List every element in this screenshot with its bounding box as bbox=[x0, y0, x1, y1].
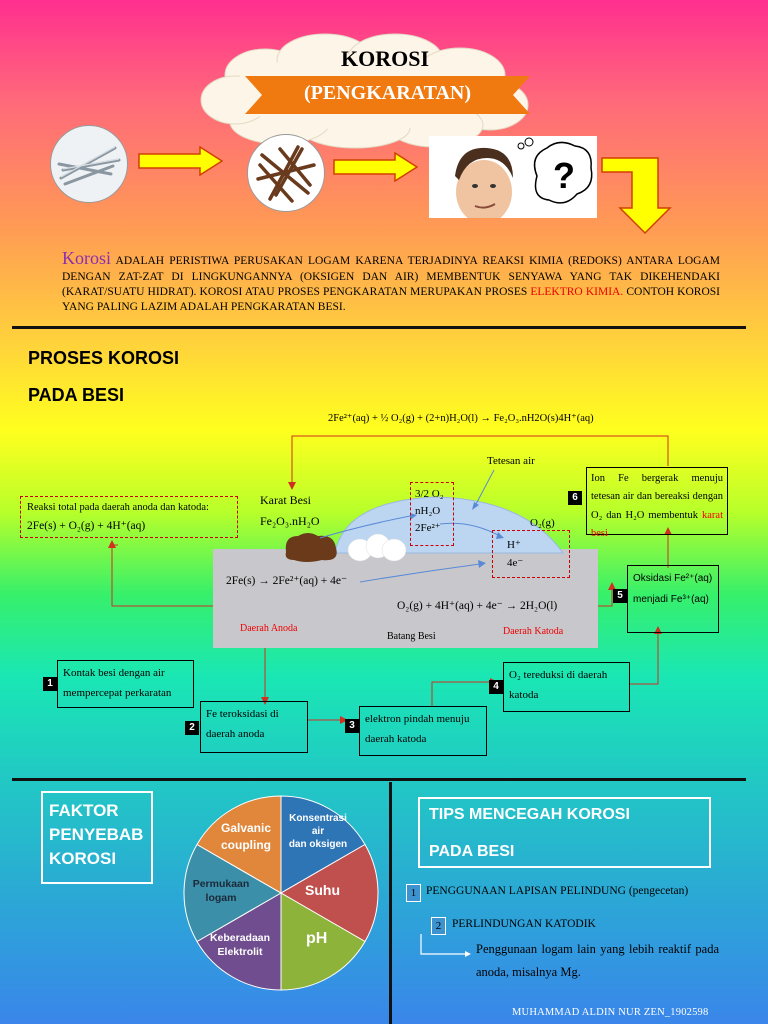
process-heading-1: PROSES KOROSI bbox=[28, 348, 180, 368]
anode-box-line3: 2Fe²⁺ bbox=[415, 522, 441, 535]
total-reaction-title: Reaksi total pada daerah anoda dan katod… bbox=[27, 502, 209, 513]
section-divider bbox=[12, 326, 746, 329]
factors-title-box: FAKTOR PENYEBAB KOROSI bbox=[41, 791, 153, 884]
iron-bar bbox=[213, 549, 598, 648]
cathode-box-line1: H⁺ bbox=[507, 539, 521, 551]
pie-slice-concentration bbox=[280, 795, 366, 894]
pie-slice-ph bbox=[280, 892, 366, 991]
step-5-number: 5 bbox=[613, 589, 627, 603]
pie-slice-surface bbox=[183, 843, 282, 943]
author-credit: MUHAMMAD ALDIN NUR ZEN_1902598 bbox=[512, 1007, 709, 1018]
step-1-box: Kontak besi dengan air mempercepat perka… bbox=[57, 660, 194, 708]
step-2-box: Fe teroksidasi di daerah anoda bbox=[200, 701, 308, 753]
rust-blob bbox=[285, 533, 337, 562]
step-2-number: 2 bbox=[185, 721, 199, 735]
step-6-number: 6 bbox=[568, 491, 582, 505]
definition-text-2: CONTOH KOROSI YANG PALING LAZIM ADALAH P… bbox=[62, 286, 720, 314]
tips-title-box: TIPS MENCEGAH KOROSI PADA BESI bbox=[418, 797, 711, 868]
step-6-box: Ion Fe bergerak menuju tetesan air dan b… bbox=[586, 467, 728, 539]
arrow-right-icon bbox=[138, 146, 223, 176]
slice-label-surface: Permukaan logam bbox=[192, 878, 250, 905]
total-reaction-formula: 2Fe(s) + O₂(g) + 4H⁺(aq) bbox=[27, 519, 146, 532]
section-divider bbox=[12, 778, 746, 781]
slice-label-galvanic: Galvanic coupling bbox=[220, 821, 272, 852]
step-3-number: 3 bbox=[345, 719, 359, 733]
svg-text:?: ? bbox=[553, 155, 575, 196]
cathode-box-line2: 4e⁻ bbox=[507, 557, 524, 570]
arrow-right-icon bbox=[333, 152, 418, 182]
water-drop-label: Tetesan air bbox=[487, 455, 535, 467]
step-4-number: 4 bbox=[489, 680, 503, 694]
rust-label-2: Fe₂O₃.nH₂O bbox=[260, 514, 320, 528]
step-5-line-a: Oksidasi Fe²⁺(aq) bbox=[633, 573, 713, 584]
step-3-box: elektron pindah menuju daerah katoda bbox=[359, 706, 487, 756]
o2-label: O₂(g) bbox=[530, 517, 555, 529]
title-ribbon bbox=[245, 76, 530, 114]
tip-1-text: PENGGUNAAN LAPISAN PELINDUNG (pengecetan… bbox=[426, 885, 689, 897]
definition-highlight: ELEKTRO KIMIA. bbox=[530, 286, 624, 299]
vertical-divider bbox=[389, 782, 392, 1024]
step-6-text: Ion Fe bergerak menuju tetesan air dan b… bbox=[591, 473, 723, 521]
rusty-nails-image bbox=[247, 134, 325, 212]
step-4-box: O₂ tereduksi di daerah katoda bbox=[503, 662, 630, 712]
slice-label-electrolyte: Keberadaan Elektrolit bbox=[209, 932, 271, 959]
tip-1-number: 1 bbox=[406, 884, 421, 902]
oxygen-bubbles bbox=[347, 533, 407, 562]
droplet-pointer bbox=[472, 469, 495, 510]
slice-label-temperature: Suhu bbox=[305, 882, 340, 898]
pie-slice-temperature bbox=[280, 843, 379, 943]
factors-title-1: FAKTOR bbox=[49, 801, 119, 820]
slice-label-ph: pH bbox=[306, 930, 328, 947]
tips-title-1: TIPS MENCEGAH KOROSI bbox=[429, 806, 630, 823]
tips-title-2: PADA BESI bbox=[429, 843, 515, 861]
step-5-box: Oksidasi Fe²⁺(aq) menjadi Fe³⁺(aq) bbox=[627, 565, 719, 633]
electron-flow-arrows bbox=[319, 513, 504, 583]
definition-lead-word: Korosi bbox=[62, 248, 111, 268]
step-5-line-b: menjadi Fe³⁺(aq) bbox=[633, 594, 709, 605]
page-subtitle: (PENGKARATAN) bbox=[303, 82, 472, 104]
factors-title-2: PENYEBAB bbox=[49, 824, 144, 844]
tip-2-number: 2 bbox=[431, 917, 446, 935]
anode-reaction-box: 3/2 O₂ nH₂O 2Fe²⁺ bbox=[410, 482, 454, 546]
arrow-down-icon bbox=[601, 157, 672, 235]
process-connectors bbox=[108, 435, 672, 724]
step-6-highlight: karat besi bbox=[591, 509, 723, 540]
iron-bar-label: Batang Besi bbox=[387, 631, 436, 642]
cathode-area-label: Daerah Katoda bbox=[503, 626, 564, 637]
page-title: KOROSI bbox=[340, 46, 430, 71]
anode-box-line1: 3/2 O₂ bbox=[415, 488, 444, 500]
tip-2-text: PERLINDUNGAN KATODIK bbox=[452, 918, 596, 930]
anode-area-label: Daerah Anoda bbox=[240, 623, 298, 634]
pie-slice-electrolyte bbox=[196, 892, 282, 991]
nails-image bbox=[50, 125, 128, 203]
tip-arrow-icon bbox=[420, 934, 471, 957]
anode-box-line2: nH₂O bbox=[415, 505, 441, 518]
confused-person-image: ? bbox=[429, 136, 597, 224]
definition-paragraph: Korosi ADALAH PERISTIWA PERUSAKAN LOGAM … bbox=[62, 247, 720, 315]
definition-text-1: ADALAH PERISTIWA PERUSAKAN LOGAM KARENA … bbox=[62, 255, 720, 299]
cathode-reaction-box: H⁺ 4e⁻ bbox=[492, 530, 570, 578]
step-1-number: 1 bbox=[43, 677, 57, 691]
anode-reaction: 2Fe(s) → 2Fe²⁺(aq) + 4e⁻ bbox=[226, 575, 348, 587]
pie-slice-galvanic bbox=[196, 795, 282, 894]
process-heading-2: PADA BESI bbox=[28, 385, 125, 405]
factors-pie-chart bbox=[183, 795, 379, 991]
top-equation: 2Fe²⁺(aq) + ½ O₂(g) + (2+n)H₂O(l) → Fe₂O… bbox=[328, 413, 594, 424]
slice-label-concentration: Konsentrasi air dan oksigen bbox=[288, 813, 348, 850]
total-reaction-box: Reaksi total pada daerah anoda dan katod… bbox=[20, 496, 238, 538]
factors-title-3: KOROSI bbox=[49, 848, 117, 868]
cathode-reaction: O₂(g) + 4H⁺(aq) + 4e⁻ → 2H₂O(l) bbox=[397, 600, 558, 612]
tip-2-subnote: Penggunaan logam lain yang lebih reaktif… bbox=[476, 942, 719, 980]
rust-label-1: Karat Besi bbox=[260, 493, 311, 507]
